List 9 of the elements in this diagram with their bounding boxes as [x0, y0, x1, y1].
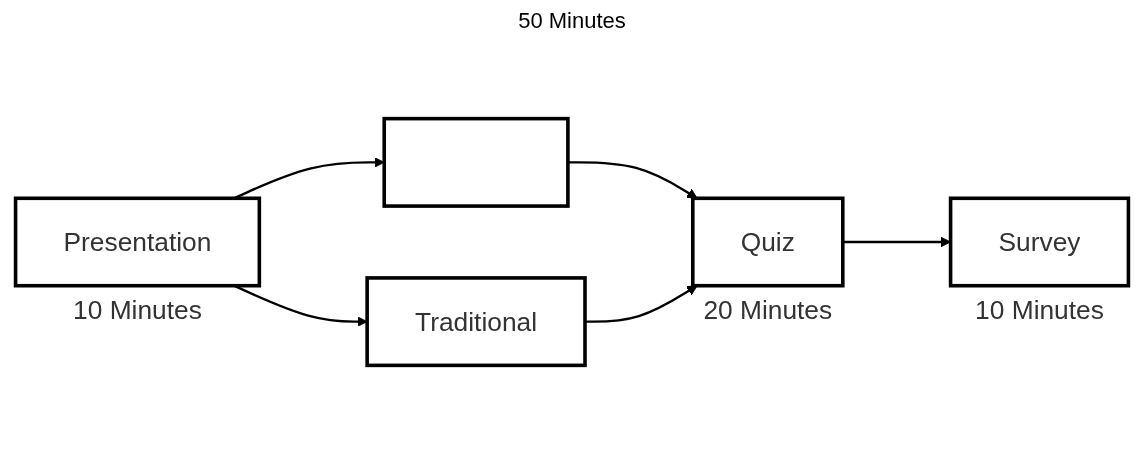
duration-caption: 10 Minutes	[73, 295, 202, 326]
node-box: Quiz	[691, 196, 845, 288]
node-box: Survey	[948, 196, 1131, 288]
node-box: Traditional	[365, 276, 587, 368]
node-box	[382, 116, 570, 208]
duration-caption: 20 Minutes	[703, 295, 833, 326]
node-box: Presentation	[13, 196, 262, 288]
duration-caption: 10 Minutes	[975, 295, 1104, 326]
duration-note: 50 Minutes	[518, 8, 626, 33]
